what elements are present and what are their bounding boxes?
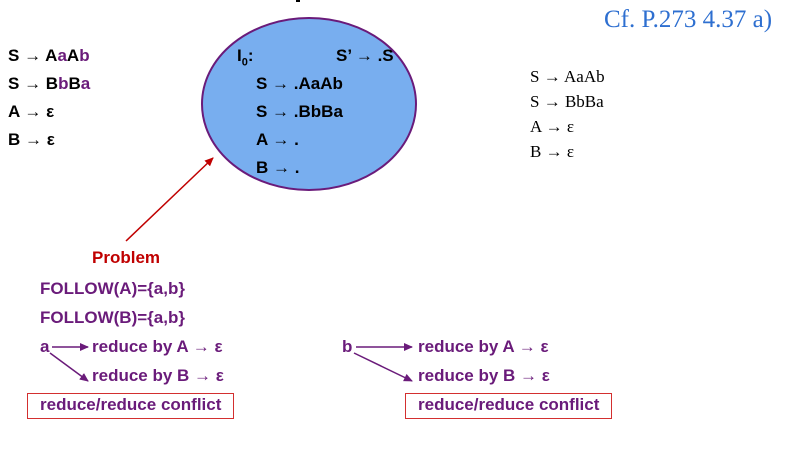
state-item: S → .AaAb [256,74,343,93]
grammar-rule: B → ε [8,130,55,149]
reduce-option: reduce by B → ε [92,366,224,385]
reduce-option: reduce by A → ε [418,337,549,356]
lookahead-symbol: a [40,337,50,356]
grammar-rule: S → BbBa [8,74,91,93]
grammar-rule-right: B → ε [530,142,574,161]
grammar-rule-right: S → BbBa [530,92,604,111]
state-label: I0: [237,46,254,69]
reference-text: Cf. P.273 4.37 a) [604,6,773,33]
follow-a: FOLLOW(A)={a,b} [40,279,185,298]
state-ellipse [201,17,417,191]
grammar-rule-right: S → AaAb [530,67,605,86]
problem-title: Problem [92,248,161,267]
state-item: S → .BbBa [256,102,343,121]
conflict-label: reduce/reduce conflict [405,393,613,419]
state-item: S’ → .S [336,46,394,65]
conflict-label: reduce/reduce conflict [27,393,235,419]
problem-arrow [125,157,214,242]
grammar-rule: S → AaAb [8,46,90,65]
grammar-rule-right: A → ε [530,117,574,136]
reduce-option: reduce by B → ε [418,366,550,385]
lookahead-symbol: b [342,337,353,356]
follow-b: FOLLOW(B)={a,b} [40,308,185,327]
state-item: B → . [256,158,300,177]
arrow-b-reduce-b [353,352,413,382]
grammar-rule: A → ε [8,102,55,121]
state-item: A → . [256,130,299,149]
arrow-a-reduce-b [49,352,89,382]
reduce-option: reduce by A → ε [92,337,223,356]
